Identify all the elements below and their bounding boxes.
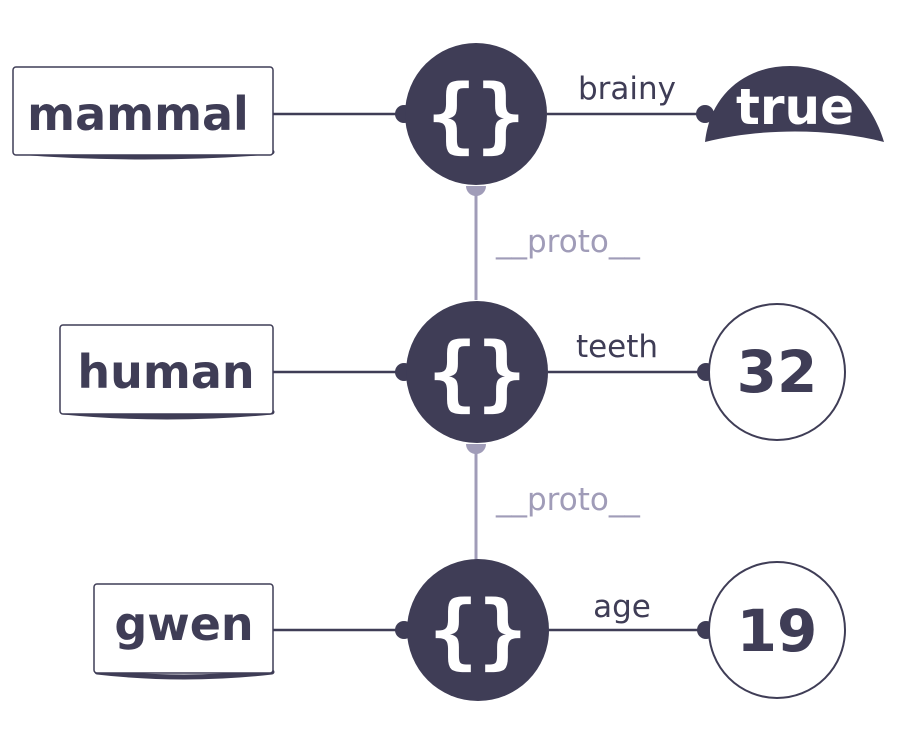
variable-label-mammal: mammal [27, 87, 249, 141]
proto-edge-cap-mammal [466, 186, 486, 196]
variable-box-human: human [59, 324, 275, 420]
object-node-gwen: {} [407, 559, 549, 701]
variable-label-gwen: gwen [114, 597, 253, 651]
property-label-brainy: brainy [578, 71, 676, 107]
object-icon-human: {} [428, 326, 527, 421]
property-label-age: age [593, 589, 651, 625]
value-label-19: 19 [737, 597, 818, 665]
value-label-true: true [736, 78, 854, 136]
object-node-mammal: {} [405, 43, 547, 185]
proto-label-1: __proto__ [495, 224, 640, 260]
proto-edge-cap-human [466, 444, 486, 454]
object-icon-gwen: {} [429, 584, 528, 679]
edge-dot-brainy [696, 105, 714, 123]
variable-box-mammal: mammal [12, 66, 275, 160]
value-node-true: true [705, 66, 884, 142]
variable-box-gwen: gwen [93, 583, 275, 680]
object-node-human: {} [406, 301, 548, 443]
property-label-teeth: teeth [576, 329, 658, 365]
variable-label-human: human [77, 345, 254, 399]
object-icon-mammal: {} [427, 68, 526, 163]
value-node-32: 32 [708, 303, 846, 441]
value-node-19: 19 [708, 561, 846, 699]
value-label-32: 32 [737, 338, 818, 406]
proto-label-2: __proto__ [495, 482, 640, 518]
